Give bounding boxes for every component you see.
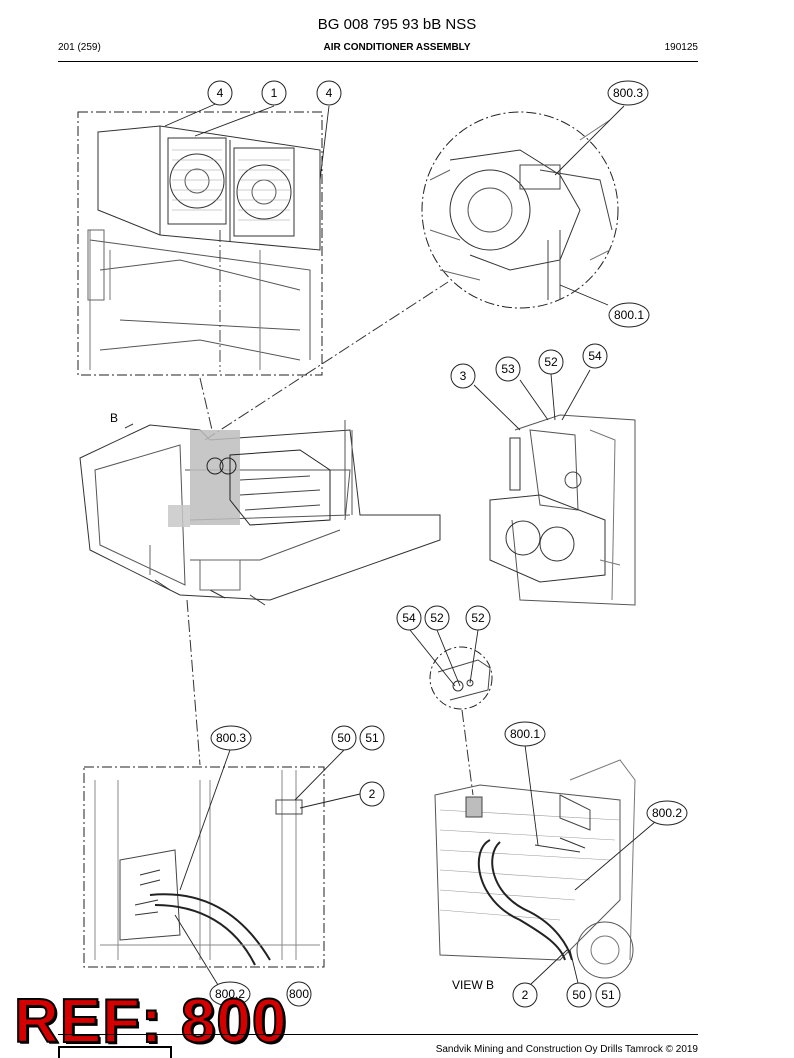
callout-3	[450, 363, 476, 389]
svg-text:51: 51	[365, 731, 379, 745]
svg-text:54: 54	[402, 611, 416, 625]
callout-800-3-top	[607, 80, 649, 106]
callout-50-right	[566, 982, 592, 1008]
condenser-mount-view	[489, 414, 636, 606]
callout-bubbles	[207, 80, 688, 1008]
page-title: AIR CONDITIONER ASSEMBLY	[323, 42, 471, 53]
svg-text:52: 52	[544, 355, 558, 369]
svg-text:54: 54	[588, 349, 602, 363]
callout-800-3-bottom	[210, 725, 252, 751]
callout-52-mid	[538, 349, 564, 375]
copyright-notice: Sandvik Mining and Construction Oy Drill…	[435, 1044, 698, 1055]
sandvik-logo	[58, 1046, 172, 1058]
svg-text:53: 53	[501, 362, 515, 376]
leader-lines	[164, 101, 656, 986]
callout-51-left	[359, 725, 385, 751]
callout-labels: 4 1 4 800.3 800.1 3 53 52 54 54 52 52 80…	[110, 86, 682, 1002]
svg-text:2: 2	[522, 988, 529, 1002]
hose-routing-right-view	[434, 759, 636, 979]
page-number: 201 (259)	[58, 42, 101, 53]
callout-54-small	[396, 605, 422, 631]
machine-overview	[79, 420, 441, 606]
hose-routing-left-view	[83, 766, 325, 968]
callout-800-2-left	[209, 981, 251, 1007]
callout-53	[495, 356, 521, 382]
svg-text:800.1: 800.1	[510, 727, 540, 741]
svg-text:800.2: 800.2	[652, 806, 682, 820]
fitting-detail-view	[429, 646, 493, 710]
callout-50-left	[331, 725, 357, 751]
callout-51-right	[595, 982, 621, 1008]
svg-text:800.3: 800.3	[216, 731, 246, 745]
view-b-label: VIEW B	[452, 978, 494, 992]
condenser-detail-view	[77, 111, 323, 376]
svg-text:1: 1	[271, 86, 278, 100]
svg-text:3: 3	[460, 369, 467, 383]
footer-rule	[58, 1034, 698, 1035]
callout-2-left	[359, 781, 385, 807]
svg-text:50: 50	[572, 988, 586, 1002]
svg-text:4: 4	[217, 86, 224, 100]
callout-4-right	[316, 80, 342, 106]
callout-52-small-b	[465, 605, 491, 631]
callout-52-small-a	[424, 605, 450, 631]
svg-text:800: 800	[289, 987, 309, 1001]
view-b-marker: B	[110, 411, 118, 425]
callout-54-mid	[582, 343, 608, 369]
svg-text:2: 2	[369, 787, 376, 801]
header-rule	[58, 61, 698, 62]
svg-text:4: 4	[326, 86, 333, 100]
document-number: BG 008 795 93 bB NSS	[317, 16, 477, 33]
document-date: 190125	[664, 42, 698, 53]
svg-text:50: 50	[337, 731, 351, 745]
reference-stamp: REF: 800	[13, 986, 288, 1057]
callout-2-right	[512, 982, 538, 1008]
svg-text:800.3: 800.3	[613, 86, 643, 100]
svg-text:800.1: 800.1	[614, 308, 644, 322]
callout-800	[286, 981, 312, 1007]
callout-800-1-bottom	[504, 721, 546, 747]
compressor-detail-view	[421, 111, 619, 309]
callout-800-1-top	[608, 302, 650, 328]
callout-4-left	[207, 80, 233, 106]
callout-800-2-right	[646, 800, 688, 826]
svg-text:800.2: 800.2	[215, 987, 245, 1001]
svg-text:52: 52	[430, 611, 444, 625]
svg-text:51: 51	[601, 988, 615, 1002]
callout-1	[261, 80, 287, 106]
svg-text:52: 52	[471, 611, 485, 625]
